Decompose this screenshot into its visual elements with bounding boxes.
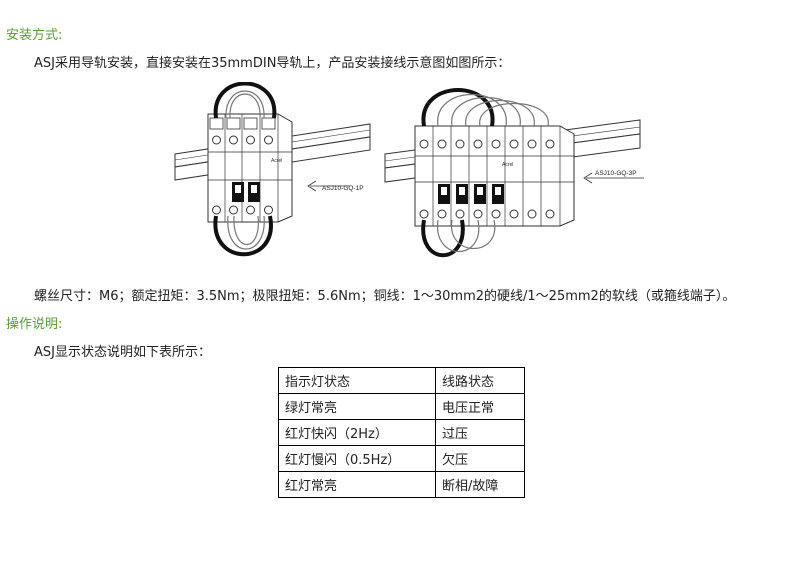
spec-text: 螺丝尺寸：M6；额定扭矩：3.5Nm；极限扭矩：5.6Nm；铜线：1～30mm2…: [34, 289, 736, 304]
table-cell: 过压: [435, 419, 525, 446]
table-row: 绿灯常亮 电压正常: [278, 393, 525, 420]
status-table: 指示灯状态 线路状态 绿灯常亮 电压正常 红灯快闪（2Hz） 过压 红灯慢闪（0…: [278, 367, 525, 498]
table-row: 红灯慢闪（0.5Hz） 欠压: [278, 445, 525, 472]
label-3p: ASJ10-GQ-3P: [595, 170, 637, 177]
table-row: 红灯常亮 断相/故障: [278, 471, 525, 498]
table-header-cell: 线路状态: [435, 367, 525, 394]
operation-heading: 操作说明:: [6, 317, 63, 332]
label-1p: ASJ10-GQ-1P: [322, 185, 364, 192]
brand-mark-3p: Acrel: [502, 162, 513, 168]
table-cell: 欠压: [435, 445, 525, 472]
table-cell: 电压正常: [435, 393, 525, 420]
table-cell: 断相/故障: [435, 471, 525, 498]
table-header-cell: 指示灯状态: [278, 367, 436, 394]
table-row: 红灯快闪（2Hz） 过压: [278, 419, 525, 446]
operation-intro: ASJ显示状态说明如下表所示：: [34, 345, 211, 360]
table-cell: 绿灯常亮: [278, 393, 436, 420]
brand-mark-1p: Acrel: [271, 158, 282, 164]
install-heading: 安装方式:: [6, 28, 63, 43]
table-cell: 红灯常亮: [278, 471, 436, 498]
table-cell: 红灯快闪（2Hz）: [278, 419, 436, 446]
unit-3p-illustration: Acrel: [384, 88, 644, 258]
unit-1p-illustration: Acrel: [174, 82, 371, 257]
install-intro: ASJ采用导轨安装，直接安装在35mmDIN导轨上，产品安装接线示意图如图所示：: [34, 56, 511, 71]
installation-diagram: Acrel ASJ10-GQ-1P: [174, 82, 644, 258]
table-cell: 红灯慢闪（0.5Hz）: [278, 445, 436, 472]
table-header-row: 指示灯状态 线路状态: [278, 367, 525, 394]
